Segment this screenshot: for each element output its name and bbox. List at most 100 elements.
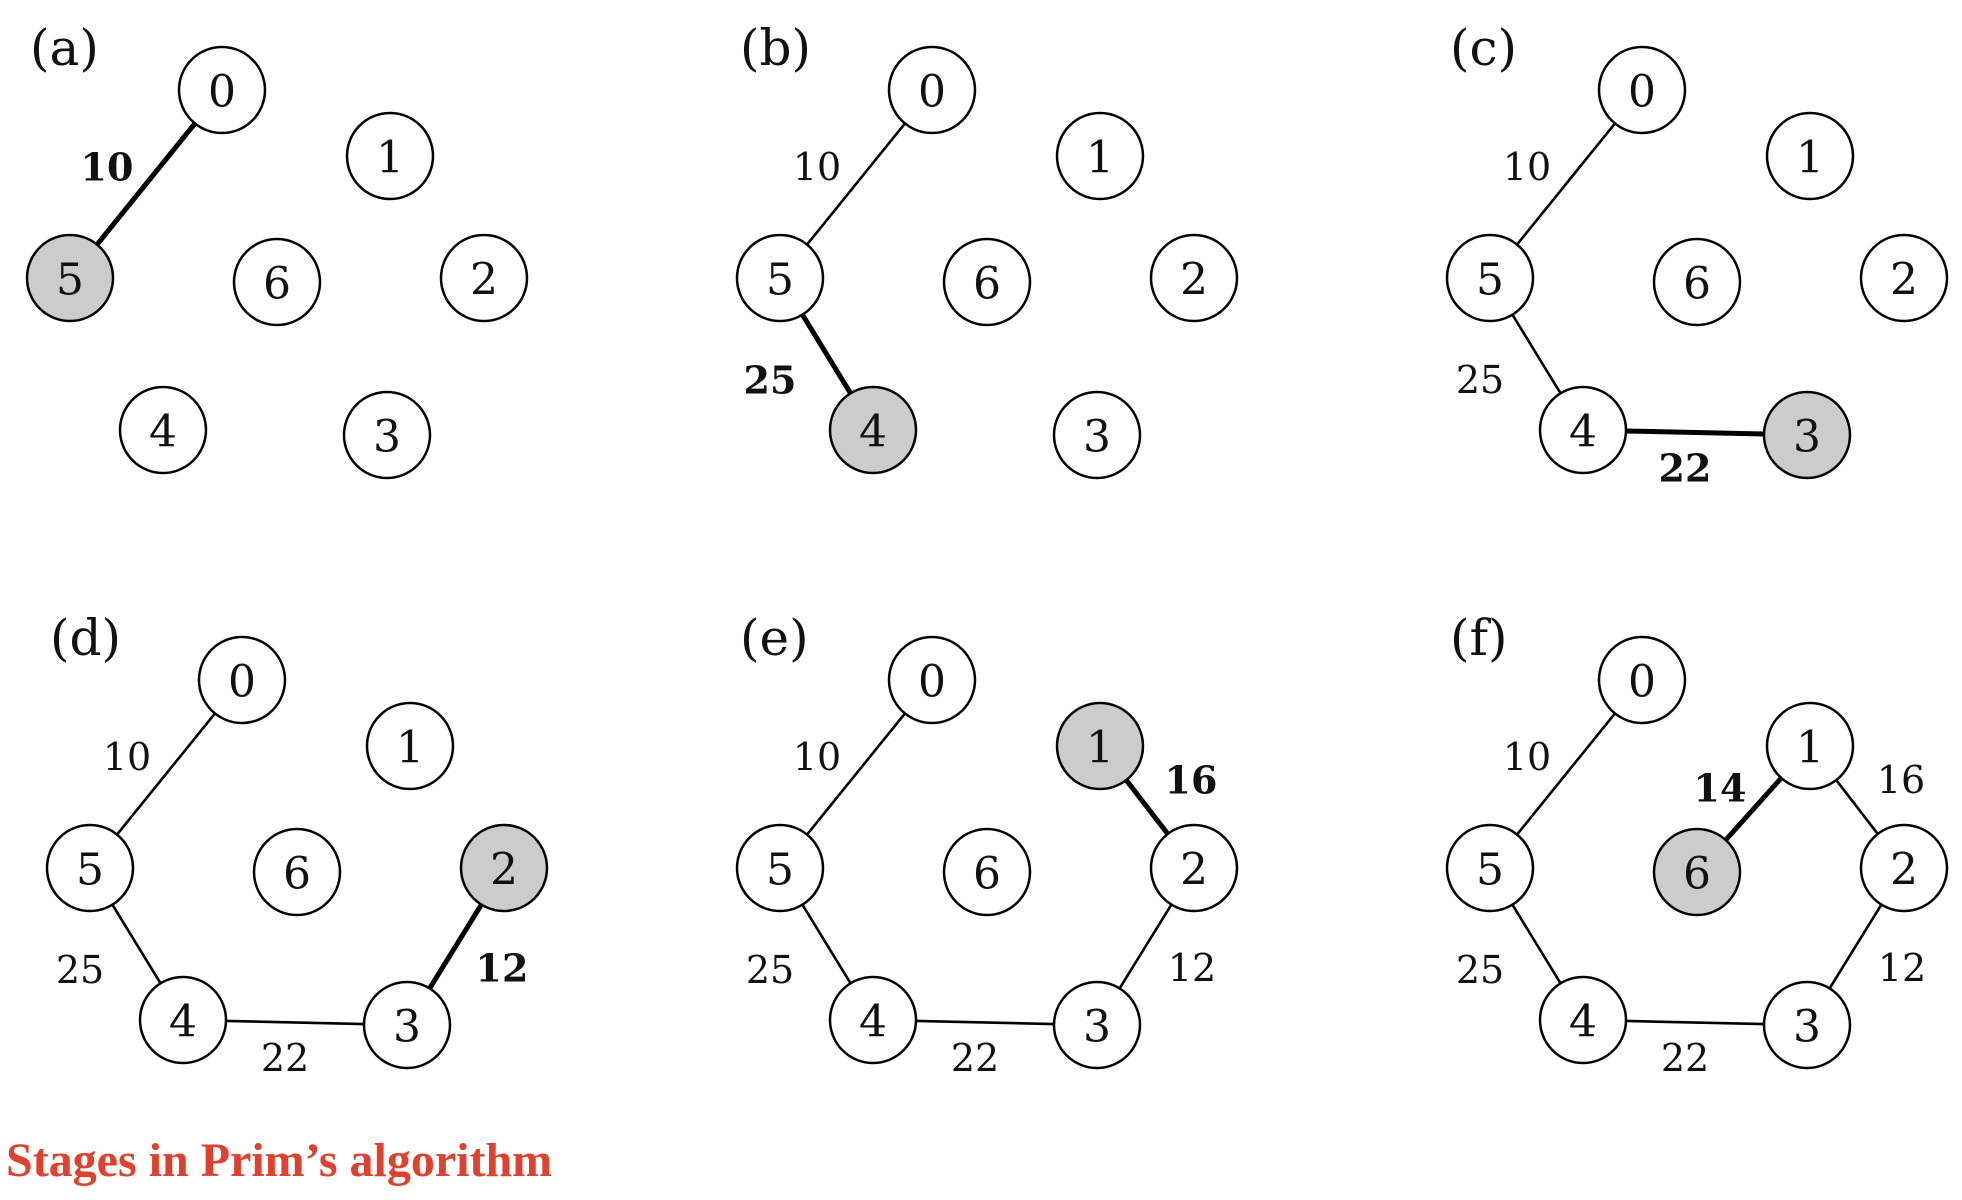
node-label: 6	[283, 849, 311, 900]
node-circle-added	[828, 385, 918, 475]
node-6: 6	[232, 237, 322, 327]
edge-5-4	[1511, 903, 1562, 985]
edge-weight-3-2: 12	[1878, 946, 1926, 990]
edge-4-3	[1624, 1019, 1766, 1026]
edge-5-4	[1511, 313, 1562, 395]
node-circle	[942, 237, 1032, 327]
node-circle	[1445, 823, 1535, 913]
node-0: 0	[197, 635, 287, 725]
node-circle	[345, 111, 435, 201]
node-0: 0	[887, 635, 977, 725]
node-label: 6	[973, 259, 1001, 310]
node-circle	[1597, 635, 1687, 725]
node-3: 3	[1762, 980, 1852, 1070]
node-circle	[45, 823, 135, 913]
node-circle-added	[459, 823, 549, 913]
node-circle	[1765, 111, 1855, 201]
edge-weight-5-4: 25	[1456, 358, 1504, 402]
node-3: 3	[1762, 390, 1852, 480]
node-5: 5	[1445, 233, 1535, 323]
panel-label: (f)	[1450, 609, 1508, 667]
node-circle-added	[1762, 390, 1852, 480]
edge-weight-4-3: 22	[1661, 1036, 1709, 1080]
node-label: 4	[859, 407, 887, 458]
node-1: 1	[345, 111, 435, 201]
node-3: 3	[1052, 390, 1142, 480]
node-label: 2	[1180, 845, 1208, 896]
edge-4-3	[224, 1019, 366, 1026]
edge-4-3	[914, 1019, 1056, 1026]
edge-3-2	[1118, 903, 1173, 990]
node-1: 1	[1765, 111, 1855, 201]
panel-label: (c)	[1450, 19, 1517, 77]
edge-weight-0-5: 10	[1503, 735, 1551, 779]
node-label: 0	[1628, 67, 1656, 118]
node-circle	[1149, 823, 1239, 913]
node-3: 3	[362, 980, 452, 1070]
panel-label: (e)	[740, 609, 809, 667]
edge-0-5	[94, 120, 198, 248]
edge-0-5	[805, 122, 907, 246]
node-label: 3	[1083, 412, 1111, 463]
node-circle	[439, 233, 529, 323]
node-label: 6	[1683, 849, 1711, 900]
edge-0-5	[1515, 122, 1617, 246]
node-5: 5	[1445, 823, 1535, 913]
edge-weight-4-3: 22	[1659, 446, 1712, 491]
node-label: 3	[393, 1002, 421, 1053]
node-4: 4	[1538, 385, 1628, 475]
node-3: 3	[1052, 980, 1142, 1070]
edge-0-5	[1515, 712, 1617, 836]
node-4: 4	[828, 975, 918, 1065]
node-circle	[365, 701, 455, 791]
node-2: 2	[1859, 823, 1949, 913]
node-label: 6	[1683, 259, 1711, 310]
edge-2-1	[1834, 778, 1880, 836]
node-label: 4	[1569, 997, 1597, 1048]
node-circle-added	[25, 233, 115, 323]
edge-weight-5-4: 25	[744, 358, 797, 403]
edge-5-4	[799, 312, 854, 396]
node-label: 1	[1796, 723, 1824, 774]
node-6: 6	[252, 827, 342, 917]
edge-weight-5-4: 25	[746, 948, 794, 992]
node-label: 5	[56, 255, 84, 306]
node-5: 5	[735, 233, 825, 323]
node-circle	[1765, 701, 1855, 791]
node-label: 3	[1793, 1002, 1821, 1053]
node-label: 6	[263, 259, 291, 310]
node-label: 2	[470, 255, 498, 306]
node-0: 0	[887, 45, 977, 135]
node-4: 4	[828, 385, 918, 475]
node-4: 4	[1538, 975, 1628, 1065]
node-label: 0	[918, 67, 946, 118]
node-circle	[1597, 45, 1687, 135]
node-label: 4	[1569, 407, 1597, 458]
node-label: 5	[1476, 255, 1504, 306]
edge-0-5	[805, 712, 907, 836]
node-label: 5	[766, 255, 794, 306]
edge-weight-4-3: 22	[951, 1036, 999, 1080]
node-label: 5	[766, 845, 794, 896]
edge-4-3	[1623, 428, 1767, 437]
node-label: 1	[376, 133, 404, 184]
edge-weight-1-6: 14	[1694, 766, 1747, 811]
node-5: 5	[735, 823, 825, 913]
node-1: 1	[1765, 701, 1855, 791]
node-label: 1	[396, 723, 424, 774]
node-label: 0	[228, 657, 256, 708]
node-label: 0	[1628, 657, 1656, 708]
node-circle	[1052, 980, 1142, 1070]
node-label: 3	[373, 412, 401, 463]
node-circle	[252, 827, 342, 917]
edge-0-5	[115, 712, 217, 836]
edge-weight-5-4: 25	[1456, 948, 1504, 992]
edge-5-4	[111, 903, 162, 985]
node-1: 1	[365, 701, 455, 791]
node-circle	[362, 980, 452, 1070]
